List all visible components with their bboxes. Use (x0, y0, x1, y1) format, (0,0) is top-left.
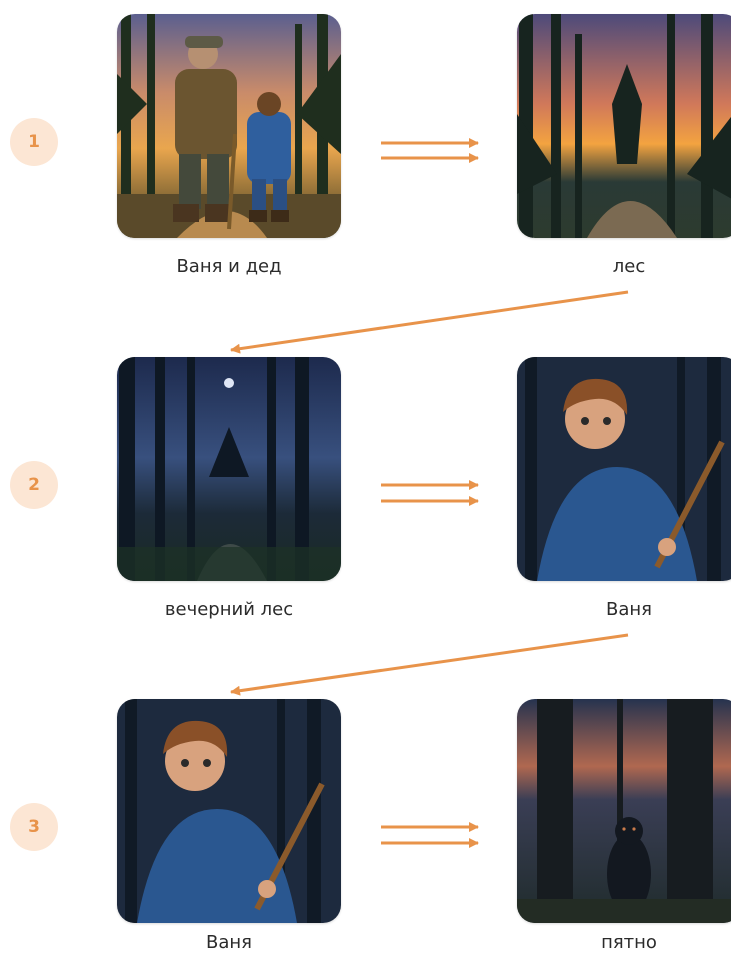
sunset-forest-illustration (117, 14, 341, 238)
panel-grandfather-and-boy (117, 14, 341, 238)
step-badge-3: 3 (10, 803, 58, 851)
night-forest-illustration (117, 357, 341, 581)
step-number: 3 (28, 817, 40, 837)
caption-shadow: пятно (601, 932, 657, 953)
frightened-boy-illustration (117, 699, 341, 923)
step-number: 2 (28, 475, 40, 495)
connector-arrow-2-to-3 (230, 633, 629, 696)
forest-path-sunset-illustration (517, 14, 731, 238)
double-arrow-row-3 (381, 822, 479, 848)
step-number: 1 (28, 132, 40, 152)
double-arrow-row-1 (381, 138, 479, 163)
caption-night-forest: вечерний лес (164, 599, 294, 620)
shadow-figure-illustration (517, 699, 731, 923)
panel-dark-shadow (517, 699, 731, 923)
connector-arrow-1-to-2 (230, 290, 629, 354)
caption-forest: лес (612, 256, 646, 277)
panel-frightened-boy (517, 357, 731, 581)
panel-frightened-boy-repeat (117, 699, 341, 923)
panel-sunset-forest (517, 14, 731, 238)
caption-grandfather-and-boy: Ваня и дед (176, 256, 282, 277)
caption-boy: Ваня (606, 599, 652, 620)
frightened-boy-illustration (517, 357, 731, 581)
caption-boy-repeat: Ваня (206, 932, 252, 953)
step-badge-2: 2 (10, 461, 58, 509)
double-arrow-row-2 (381, 480, 479, 506)
step-badge-1: 1 (10, 118, 58, 166)
panel-night-forest (117, 357, 341, 581)
